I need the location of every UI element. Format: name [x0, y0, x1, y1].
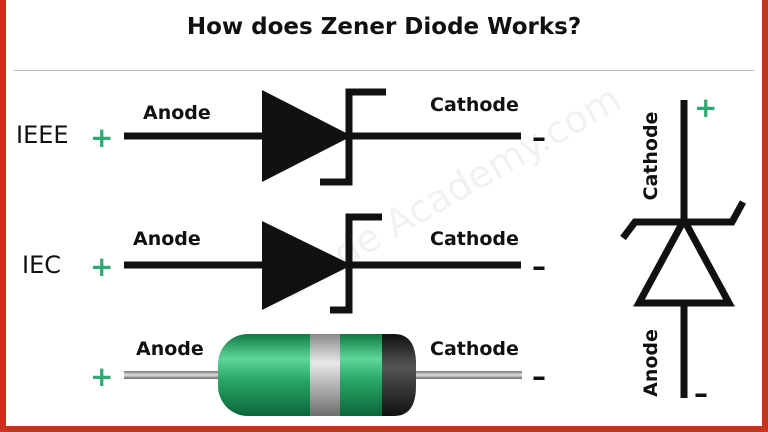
vertical-minus-sign: –: [694, 377, 708, 410]
standard-label-iec: IEC: [22, 251, 61, 279]
ieee-cathode-label: Cathode: [430, 94, 519, 116]
cathode-band: [382, 334, 416, 416]
iec-anode-label: Anode: [133, 228, 201, 250]
ieee-label-mask: [134, 98, 220, 132]
iec-bar: [330, 213, 382, 314]
diagram-graphics: [124, 88, 747, 416]
cathode-lead: [416, 371, 522, 379]
vertical-plus-sign: +: [694, 91, 718, 124]
iec-plus-sign: +: [90, 250, 114, 283]
ieee-bar: [320, 88, 386, 186]
ieee-zener-symbol: [124, 88, 521, 186]
physical-minus-sign: –: [532, 360, 546, 393]
physical-cathode-label: Cathode: [430, 338, 519, 360]
physical-plus-sign: +: [90, 360, 114, 393]
vertical-zener-symbol: [620, 100, 747, 398]
anode-lead: [124, 371, 228, 379]
iec-cathode-label: Cathode: [430, 228, 519, 250]
iec-triangle: [262, 221, 352, 310]
ieee-anode-label: Anode: [143, 102, 211, 124]
vertical-anode-label: Anode: [640, 329, 662, 397]
ieee-minus-sign: –: [532, 121, 546, 154]
title-divider: [14, 70, 754, 71]
color-band: [310, 334, 340, 416]
vertical-cathode-label: Cathode: [640, 111, 662, 201]
ieee-plus-sign: +: [90, 121, 114, 154]
vertical-bar: [620, 200, 747, 241]
physical-anode-label: Anode: [136, 338, 204, 360]
iec-zener-symbol: [124, 213, 521, 314]
page-title: How does Zener Diode Works?: [186, 14, 582, 40]
iec-minus-sign: –: [532, 250, 546, 283]
vertical-triangle: [633, 212, 735, 307]
standard-label-ieee: IEEE: [16, 121, 69, 149]
ieee-triangle: [262, 90, 352, 182]
physical-zener-diode: [124, 334, 522, 416]
